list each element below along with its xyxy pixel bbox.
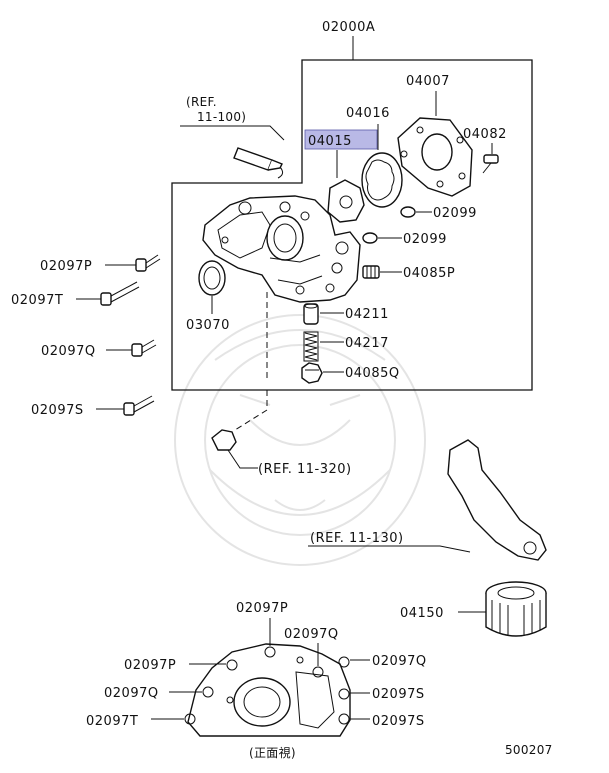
inner-rotor bbox=[327, 179, 365, 223]
fv-label-right-s1: 02097S bbox=[372, 687, 425, 702]
plug-04085p bbox=[362, 265, 380, 279]
front-view-caption: (正面視) bbox=[249, 745, 296, 760]
oil-filter bbox=[485, 581, 547, 637]
label-02097s: 02097S bbox=[31, 403, 84, 418]
ref-11-100-line2: 11-100) bbox=[197, 110, 246, 124]
fv-label-top-q: 02097Q bbox=[284, 627, 339, 642]
bolt-02097q bbox=[131, 339, 157, 357]
label-03070: 03070 bbox=[186, 318, 230, 333]
highlight-04015 bbox=[304, 129, 378, 150]
relief-valve bbox=[303, 303, 319, 325]
relief-spring bbox=[303, 331, 319, 362]
diagram-id: 500207 bbox=[505, 743, 553, 757]
oil-strainer bbox=[211, 429, 237, 451]
fv-label-left-t: 02097T bbox=[86, 714, 138, 729]
bolt-02097p bbox=[135, 254, 161, 272]
watermark-emblem bbox=[174, 314, 426, 566]
fv-label-left-q: 02097Q bbox=[104, 686, 159, 701]
bolt-02097t bbox=[100, 281, 140, 306]
label-02097q: 02097Q bbox=[41, 344, 96, 359]
screw-04082 bbox=[482, 154, 499, 174]
label-02097t: 02097T bbox=[11, 293, 63, 308]
label-02097p: 02097P bbox=[40, 259, 92, 274]
plug-04085q bbox=[301, 362, 323, 384]
pump-cover bbox=[397, 117, 473, 197]
fv-label-right-q: 02097Q bbox=[372, 654, 427, 669]
label-04085p: 04085P bbox=[403, 266, 455, 281]
label-04211: 04211 bbox=[345, 307, 389, 322]
sealant-tube bbox=[233, 147, 284, 179]
ref-11-100-leader bbox=[180, 125, 285, 141]
label-04085q: 04085Q bbox=[345, 366, 400, 381]
assembly-label: 02000A bbox=[322, 20, 375, 35]
fv-label-left-p: 02097P bbox=[124, 658, 176, 673]
label-04082: 04082 bbox=[463, 127, 507, 142]
label-02099-lower: 02099 bbox=[403, 232, 447, 247]
fv-label-right-s2: 02097S bbox=[372, 714, 425, 729]
label-04015: 04015 bbox=[308, 134, 352, 149]
fv-label-top-p: 02097P bbox=[236, 601, 288, 616]
oil-seal bbox=[198, 260, 226, 296]
label-02099-upper: 02099 bbox=[433, 206, 477, 221]
oil-pipe bbox=[447, 439, 547, 561]
strainer-dashed-guide bbox=[234, 390, 268, 431]
leader-ref-11-320 bbox=[227, 449, 258, 469]
ref-11-130: (REF. 11-130) bbox=[310, 531, 404, 546]
bolt-02097s bbox=[123, 395, 155, 416]
label-04007: 04007 bbox=[406, 74, 450, 89]
o-ring-upper bbox=[400, 206, 416, 218]
front-view-pump bbox=[184, 643, 351, 737]
label-04217: 04217 bbox=[345, 336, 389, 351]
outer-rotor bbox=[361, 152, 403, 208]
label-04016: 04016 bbox=[346, 106, 390, 121]
o-ring-lower bbox=[362, 232, 378, 244]
oil-pump-body bbox=[202, 195, 361, 303]
assembly-outline bbox=[171, 59, 533, 391]
label-04150: 04150 bbox=[400, 606, 444, 621]
leader-ref-11-130 bbox=[308, 545, 471, 553]
ref-11-320: (REF. 11-320) bbox=[258, 462, 352, 477]
ref-11-100-line1: (REF. bbox=[186, 95, 217, 109]
